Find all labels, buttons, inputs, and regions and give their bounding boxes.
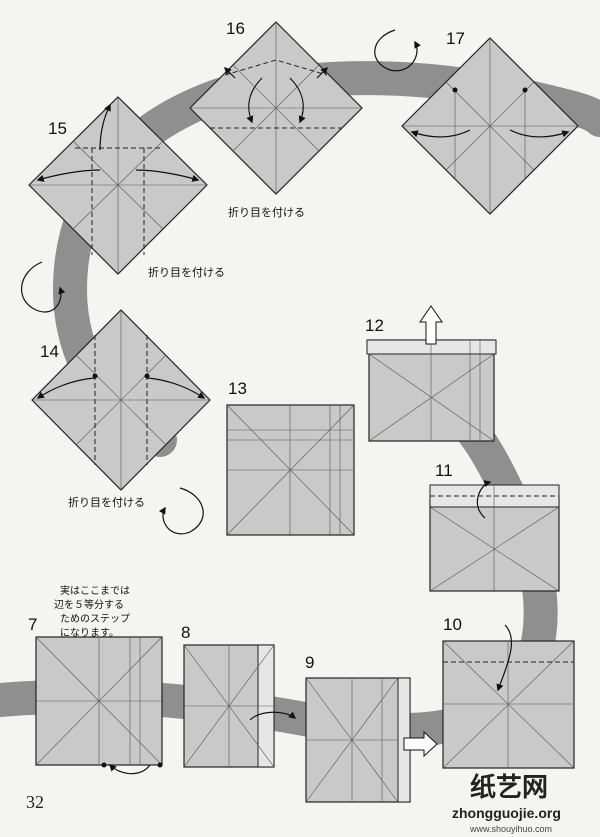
step-number-17: 17 bbox=[446, 29, 465, 48]
page-number: 32 bbox=[26, 792, 44, 812]
watermark-small-url: www.shouyihuo.com bbox=[469, 824, 552, 834]
step-16-diagram bbox=[189, 21, 363, 195]
note-line-3: ためのステップ bbox=[60, 613, 130, 625]
step-number-8: 8 bbox=[181, 623, 190, 642]
note-line-2: 辺を５等分する bbox=[54, 598, 124, 611]
step-number-15: 15 bbox=[48, 119, 67, 138]
step-17-diagram bbox=[401, 37, 579, 215]
step-14-diagram bbox=[31, 309, 211, 491]
step-15-diagram bbox=[28, 96, 208, 275]
watermark-chinese: 纸艺网 bbox=[470, 772, 548, 803]
step-13-diagram bbox=[226, 404, 355, 536]
step-10-diagram bbox=[442, 624, 575, 769]
turn-over-icon-14 bbox=[158, 487, 204, 535]
rotate-icon-17 bbox=[374, 29, 421, 72]
step-number-10: 10 bbox=[443, 615, 462, 634]
step-8-diagram bbox=[183, 644, 297, 768]
step-number-14: 14 bbox=[40, 342, 59, 361]
step-number-13: 13 bbox=[228, 379, 247, 398]
step-11-diagram bbox=[429, 480, 560, 592]
step-number-16: 16 bbox=[226, 19, 245, 38]
step-7-diagram bbox=[35, 636, 163, 775]
step-number-9: 9 bbox=[305, 653, 314, 672]
step-12-diagram bbox=[366, 305, 497, 442]
step-number-7: 7 bbox=[28, 615, 37, 634]
step-15-caption: 折り目を付ける bbox=[148, 265, 225, 279]
note-line-4: になります。 bbox=[60, 627, 119, 639]
step-9-diagram bbox=[305, 677, 438, 803]
note-line-1: 実はここまでは bbox=[60, 584, 130, 597]
step-16-caption: 折り目を付ける bbox=[228, 205, 305, 219]
step-number-12: 12 bbox=[365, 316, 384, 335]
watermark-url: zhongguojie.org bbox=[452, 805, 561, 821]
step-number-11: 11 bbox=[435, 461, 453, 480]
step-14-caption: 折り目を付ける bbox=[68, 495, 145, 509]
turn-over-icon-15 bbox=[20, 261, 66, 313]
